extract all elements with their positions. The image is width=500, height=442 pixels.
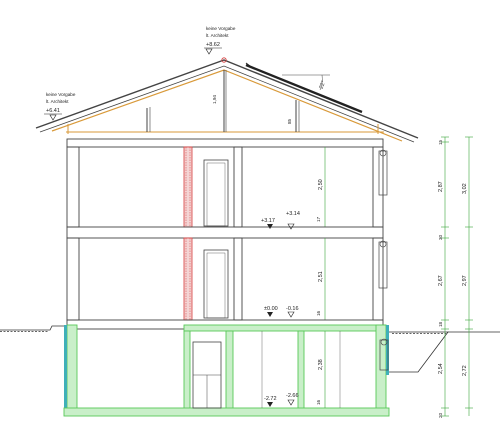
dim-outer-2: 30	[438, 234, 443, 240]
dimension-chain-outer	[441, 136, 449, 417]
dim-inner-1: 2,97	[462, 275, 468, 286]
interior-dim-ground-slab: 16	[316, 310, 321, 316]
svg-text:+6.41: +6.41	[46, 108, 60, 114]
waterproofing-left	[64, 325, 67, 415]
rafter	[51, 69, 403, 142]
interior-dim-basement: 2,38	[318, 359, 324, 370]
dim-inner-0: 3,02	[462, 183, 468, 194]
interior-dim-upper: 2,50	[318, 179, 324, 190]
eave-note: keine Vorgabe lt. Architekt +6.41	[44, 92, 76, 121]
interior-dim-basement-slab: 16	[316, 399, 321, 405]
dim-inner-2: 2,72	[462, 365, 468, 376]
basement-wall-left	[66, 324, 78, 411]
svg-text:±0.00: ±0.00	[264, 306, 278, 312]
dim-outer-1: 2,87	[438, 181, 444, 192]
roof-pitch-label: 22°	[319, 80, 328, 90]
svg-text:-2.66: -2.66	[286, 393, 299, 399]
level-marker-ground: ±0.00 -0.16	[264, 306, 299, 318]
solar-panel	[245, 63, 363, 114]
svg-text:keine Vorgabe: keine Vorgabe	[206, 26, 236, 31]
dim-outer-5: 2,54	[438, 363, 444, 374]
level-marker-basement: -2.72 -2.66	[264, 393, 299, 407]
dimension-chain-inner	[465, 136, 473, 416]
insulation-strip-ground	[183, 237, 193, 321]
waterproofing-right	[386, 325, 389, 375]
roof-height-label-b: 85	[287, 118, 292, 124]
basement-slab	[63, 407, 390, 417]
svg-text:+8.62: +8.62	[206, 42, 220, 48]
svg-text:-0.16: -0.16	[286, 306, 299, 312]
ground-floor	[66, 237, 388, 321]
svg-text:lt. Architekt: lt. Architekt	[206, 33, 229, 38]
dim-outer-3: 2,67	[438, 275, 444, 286]
svg-text:+3.14: +3.14	[286, 211, 300, 217]
svg-text:+3.17: +3.17	[261, 218, 275, 224]
roof-outline	[35, 59, 419, 139]
dim-outer-0: 15	[438, 139, 443, 145]
slab-upper	[66, 226, 384, 239]
svg-text:lt. Architekt: lt. Architekt	[46, 99, 69, 104]
ridge-note: keine Vorgabe lt. Architekt +8.62	[204, 26, 236, 55]
roof-height-label: 1,94	[212, 95, 217, 104]
roof: 22° 1,94 85	[35, 57, 419, 143]
svg-text:-2.72: -2.72	[264, 396, 277, 402]
dim-outer-6: 20	[438, 412, 443, 418]
basement-wall-right	[375, 324, 387, 411]
insulation-strip	[183, 146, 193, 228]
dim-outer-4: 18	[438, 321, 443, 327]
terrain	[0, 325, 500, 373]
svg-text:keine Vorgabe: keine Vorgabe	[46, 92, 76, 97]
basement	[63, 324, 390, 417]
interior-dim-ground: 2,51	[318, 271, 324, 282]
level-marker-upper: +3.17 +3.14	[261, 211, 300, 230]
upper-floor	[66, 138, 388, 228]
interior-dim-upper-slab: 17	[316, 216, 321, 222]
